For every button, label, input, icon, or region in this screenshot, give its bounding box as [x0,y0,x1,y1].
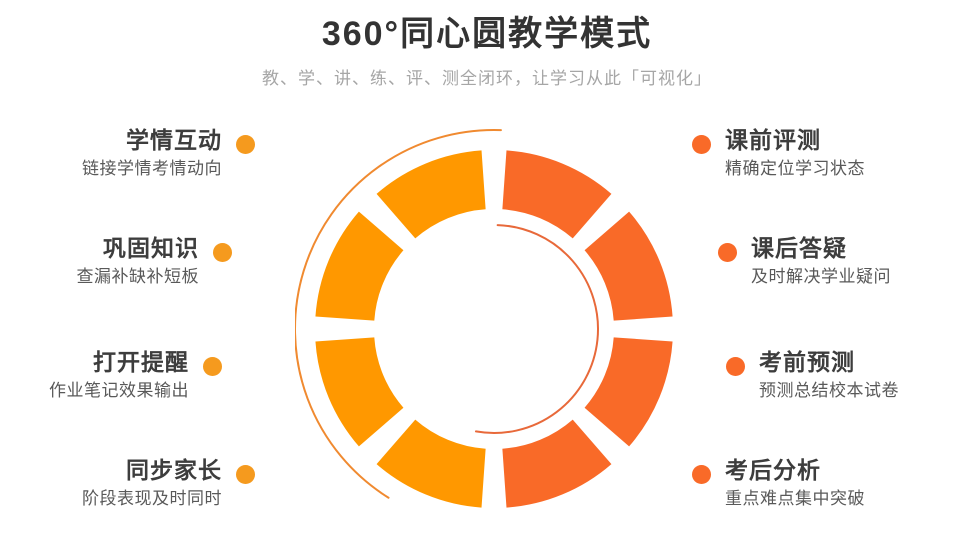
feature-text: 打开提醒 作业笔记效果输出 [49,348,189,403]
donut-segment[interactable] [584,211,673,321]
feature-title: 打开提醒 [93,349,189,375]
inner-sweep-arc [474,224,599,434]
bullet-dot-icon [726,357,745,376]
feature-title: 考后分析 [725,457,821,483]
feature-desc: 预测总结校本试卷 [759,380,899,400]
feature-desc: 重点难点集中突破 [725,488,865,508]
bullet-dot-icon [213,243,232,262]
donut-segment[interactable] [376,419,486,508]
donut-segment[interactable] [584,337,673,447]
feature-desc: 查漏补缺补短板 [76,266,199,286]
feature-text: 课前评测 精确定位学习状态 [725,126,865,181]
header: 360°同心圆教学模式 教、学、讲、练、评、测全闭环，让学习从此「可视化」 [0,0,974,91]
bullet-dot-icon [692,465,711,484]
donut-segment[interactable] [502,150,612,239]
feature-item-xueqing-hudong[interactable]: 学情互动 链接学情考情动向 [82,126,255,181]
feature-desc: 链接学情考情动向 [82,158,222,178]
bullet-dot-icon [236,135,255,154]
feature-desc: 作业笔记效果输出 [49,380,189,400]
page-title: 360°同心圆教学模式 [321,15,653,53]
donut-outline-group [295,129,599,499]
feature-desc: 及时解决学业疑问 [751,266,891,286]
feature-item-dakai-tixing[interactable]: 打开提醒 作业笔记效果输出 [49,348,222,403]
feature-text: 同步家长 阶段表现及时同时 [82,456,222,511]
donut-chart-svg [295,129,673,508]
feature-title: 考前预测 [759,349,855,375]
bullet-dot-icon [692,135,711,154]
feature-title: 学情互动 [126,127,222,153]
bullet-dot-icon [236,465,255,484]
feature-desc: 精确定位学习状态 [725,158,865,178]
bullet-dot-icon [718,243,737,262]
feature-text: 考前预测 预测总结校本试卷 [759,348,899,403]
feature-item-gonggu-zhishi[interactable]: 巩固知识 查漏补缺补短板 [77,234,232,289]
donut-segment-group [315,150,673,508]
feature-item-tongbu-jiazhang[interactable]: 同步家长 阶段表现及时同时 [82,456,255,511]
feature-text: 课后答疑 及时解决学业疑问 [751,234,891,289]
feature-desc: 阶段表现及时同时 [82,488,222,508]
donut-segment[interactable] [502,419,612,508]
outer-sweep-arc [295,129,502,499]
feature-text: 巩固知识 查漏补缺补短板 [77,234,200,289]
donut-segment[interactable] [315,211,404,321]
feature-item-kaoqian-yuce[interactable]: 考前预测 预测总结校本试卷 [726,348,899,403]
feature-text: 考后分析 重点难点集中突破 [725,456,865,511]
feature-item-kehou-dayi[interactable]: 课后答疑 及时解决学业疑问 [718,234,891,289]
feature-title: 巩固知识 [103,235,199,261]
feature-item-keqian-pingce[interactable]: 课前评测 精确定位学习状态 [692,126,865,181]
donut-segment[interactable] [376,150,486,239]
feature-title: 课后答疑 [751,235,847,261]
feature-title: 同步家长 [126,457,222,483]
page-subtitle: 教、学、讲、练、评、测全闭环，让学习从此「可视化」 [262,68,712,88]
donut-chart [295,110,695,520]
feature-title: 课前评测 [725,127,821,153]
feature-item-kaohou-fenxi[interactable]: 考后分析 重点难点集中突破 [692,456,865,511]
feature-text: 学情互动 链接学情考情动向 [82,126,222,181]
donut-segment[interactable] [315,337,404,447]
bullet-dot-icon [203,357,222,376]
